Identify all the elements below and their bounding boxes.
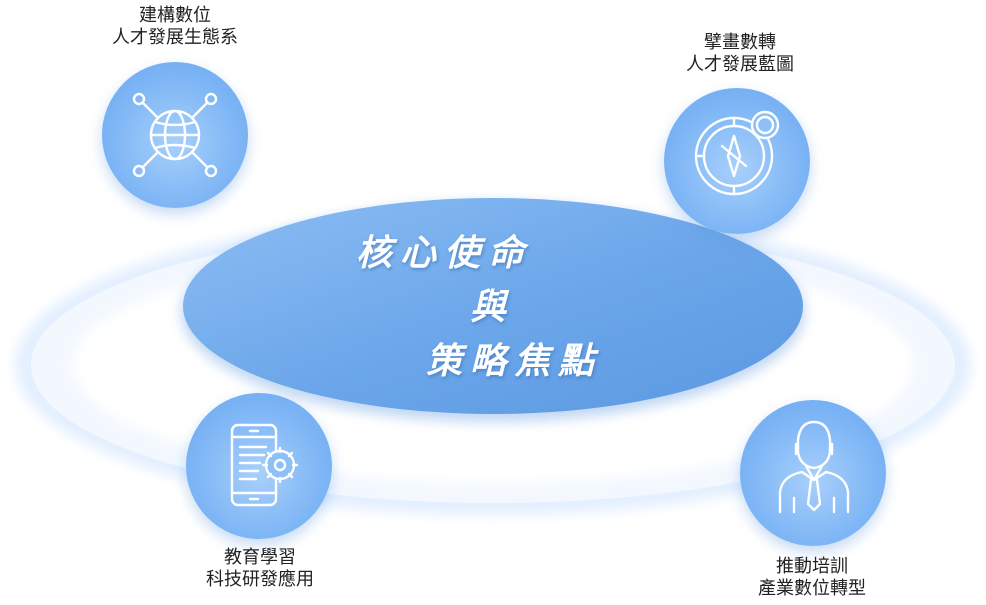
node-talent-ecosystem-label: 建構數位 人才發展生態系 (70, 5, 280, 49)
tablet-gear-icon (230, 423, 299, 507)
center-ellipse (181, 198, 805, 422)
globe-network-icon (132, 92, 218, 178)
center-title-line2: 與 (470, 287, 515, 328)
node-edtech (186, 393, 332, 539)
node-industry-transformation-label: 推動培訓 產業數位轉型 (712, 556, 912, 600)
node-label-line1: 建構數位 (139, 5, 211, 26)
compass-icon (694, 110, 780, 196)
node-label-line1: 教育學習 (224, 547, 296, 568)
center-title-line1: 核心使命 (356, 233, 533, 274)
businessman-icon (778, 420, 850, 514)
node-talent-ecosystem (102, 62, 248, 208)
node-label-line1: 推動培訓 (776, 556, 848, 577)
center-title-line3: 策略焦點 (426, 341, 603, 382)
node-blueprint (664, 88, 810, 234)
node-label-line1: 擘畫數轉 (704, 32, 776, 53)
node-industry-transformation (740, 400, 886, 546)
node-edtech-label: 教育學習 科技研發應用 (160, 547, 360, 591)
node-blueprint-label: 擘畫數轉 人才發展藍圖 (640, 32, 840, 76)
node-label-line2: 科技研發應用 (206, 569, 314, 590)
node-label-line2: 人才發展藍圖 (686, 54, 794, 75)
node-label-line2: 人才發展生態系 (112, 27, 238, 48)
node-label-line2: 產業數位轉型 (758, 578, 866, 599)
